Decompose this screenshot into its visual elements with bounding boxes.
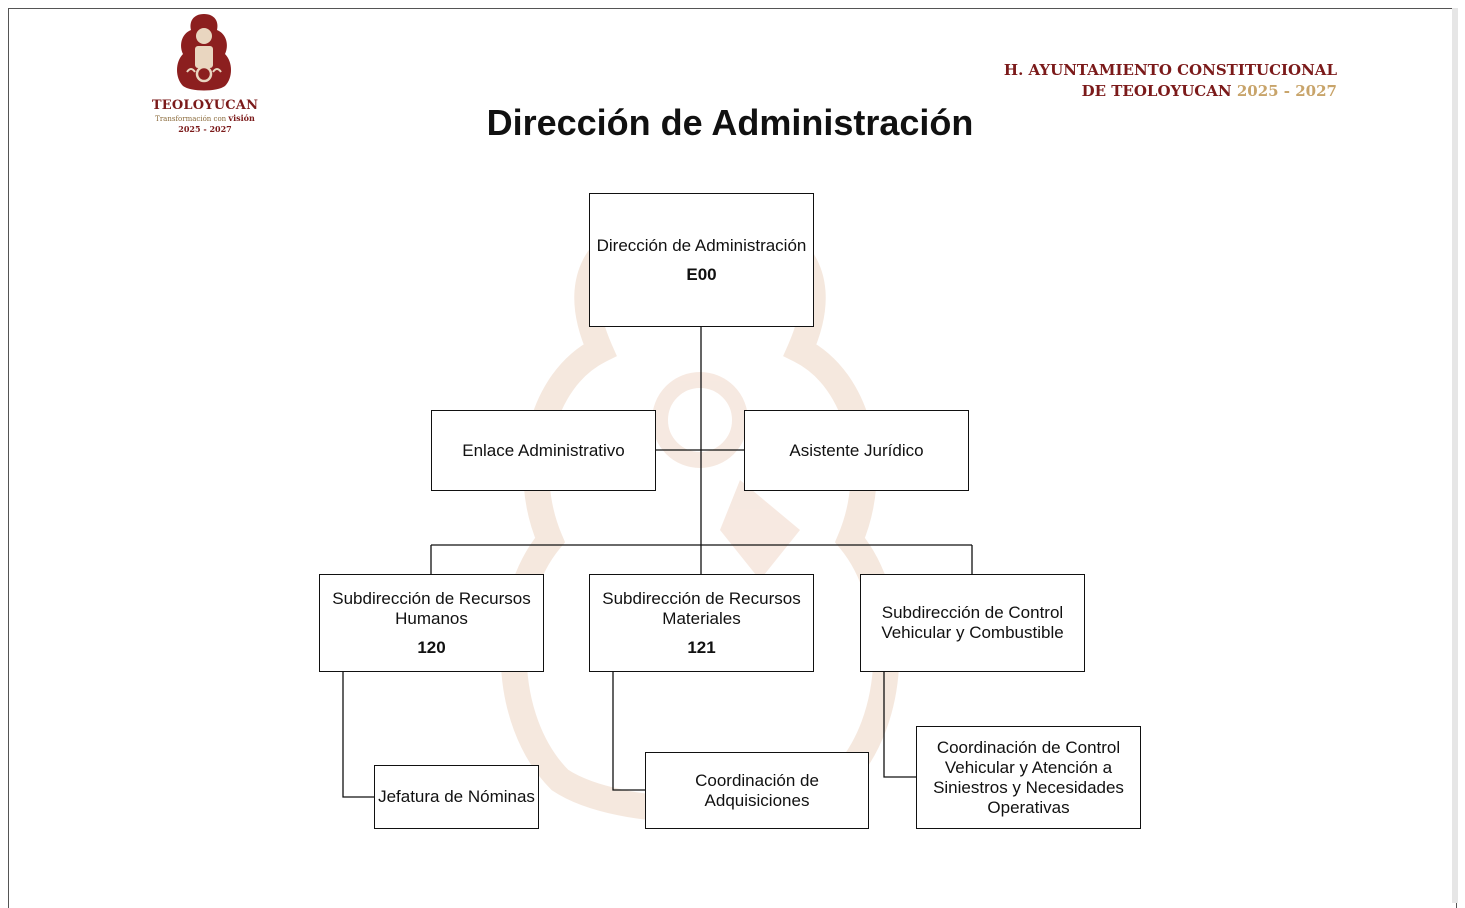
org-node-label: Coordinación de Control Vehicular y Aten… [933, 737, 1124, 817]
org-node-label: Subdirección de Control Vehicular y Comb… [881, 603, 1064, 642]
org-node-root: Dirección de Administración E00 [589, 193, 814, 327]
connector-hr-child [342, 671, 375, 798]
logo-years: 2025 - 2027 [178, 124, 232, 134]
org-node-recursos-materiales: Subdirección de Recursos Materiales 121 [589, 574, 814, 672]
header-line-2-text: DE TEOLOYUCAN [1081, 82, 1232, 100]
org-node-enlace-administrativo: Enlace Administrativo [431, 410, 656, 491]
org-node-code: E00 [686, 264, 717, 284]
vertical-scrollbar[interactable] [1452, 8, 1458, 903]
org-node-label: Enlace Administrativo [462, 440, 625, 460]
logo-motto-prefix: Transformación con [155, 115, 227, 123]
page-title: Dirección de Administración [486, 102, 974, 143]
org-node-code: 120 [417, 637, 446, 657]
org-node-control-vehicular: Subdirección de Control Vehicular y Comb… [860, 574, 1085, 672]
org-node-asistente-juridico: Asistente Jurídico [744, 410, 969, 491]
org-node-label: Subdirección de Recursos Humanos [332, 588, 531, 628]
org-node-label: Coordinación de Adquisiciones [695, 770, 819, 810]
coat-of-arms-icon [177, 14, 231, 91]
connector-cv-child [883, 671, 917, 778]
org-node-coordinacion-adquisiciones: Coordinación de Adquisiciones [645, 752, 869, 829]
org-node-label: Jefatura de Nóminas [378, 787, 535, 806]
org-node-coordinacion-control-vehicular: Coordinación de Control Vehicular y Aten… [916, 726, 1141, 829]
header-line-2: DE TEOLOYUCAN 2025 - 2027 [1004, 81, 1337, 102]
org-node-recursos-humanos: Subdirección de Recursos Humanos 120 [319, 574, 544, 672]
logo-name: TEOLOYUCAN [151, 98, 259, 113]
header-line-1: H. AYUNTAMIENTO CONSTITUCIONAL [1003, 61, 1337, 79]
municipality-header: H. AYUNTAMIENTO CONSTITUCIONAL DE TEOLOY… [1004, 60, 1337, 102]
connector-rm-child [612, 671, 646, 791]
teoloyucan-logo: TEOLOYUCAN Transformación con visión 202… [140, 12, 270, 142]
org-node-code: 121 [687, 637, 716, 657]
org-node-label: Dirección de Administración [596, 235, 807, 255]
logo-motto-highlight: visión [228, 113, 255, 123]
header-years: 2025 - 2027 [1236, 82, 1337, 100]
logo-motto: Transformación con visión [140, 113, 270, 123]
org-node-label: Asistente Jurídico [789, 440, 924, 460]
org-node-jefatura-nominas: Jefatura de Nóminas [374, 765, 539, 829]
org-node-label: Subdirección de Recursos Materiales [602, 588, 801, 628]
